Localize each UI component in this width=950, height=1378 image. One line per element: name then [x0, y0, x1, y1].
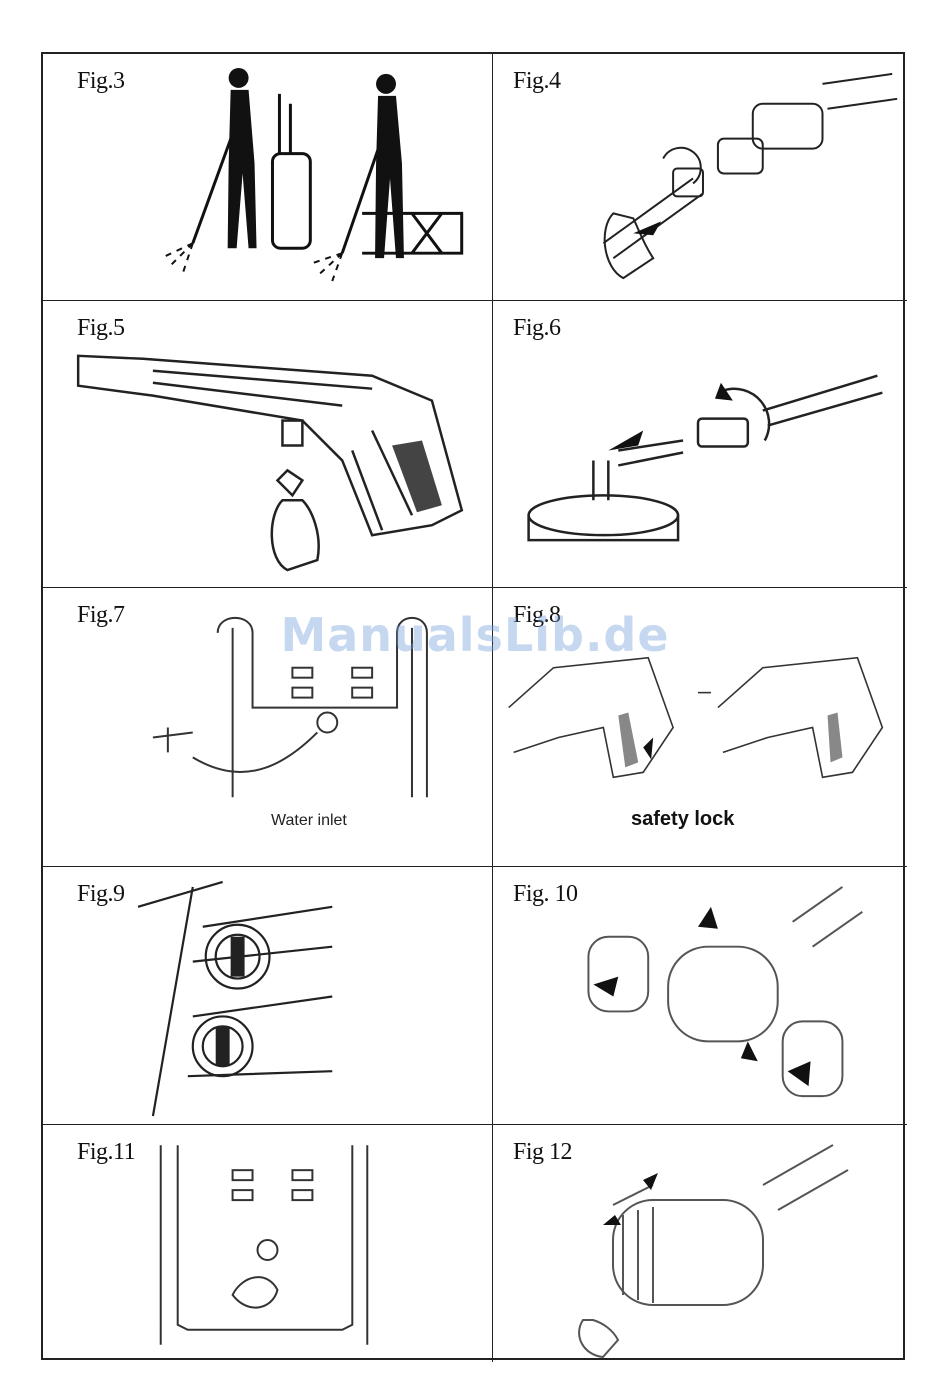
nozzle-swap-icon: [493, 867, 907, 1124]
figure-8-panel: Fig.8 safety lock: [493, 588, 907, 867]
switch-knob-icon: [43, 867, 492, 1124]
water-inlet-icon: [43, 588, 492, 866]
safety-lock-caption: safety lock: [631, 808, 734, 831]
figures-grid: Fig.3 Fig.4: [41, 52, 905, 1360]
spray-operator-icon: [43, 54, 492, 300]
figure-5-panel: Fig.5: [43, 301, 493, 588]
inlet-cleaning-icon: [43, 1125, 492, 1362]
figure-4-panel: Fig.4: [493, 54, 907, 301]
nozzle-adjust-icon: [493, 1125, 907, 1362]
water-inlet-caption: Water inlet: [271, 812, 347, 830]
figure-10-panel: Fig. 10: [493, 867, 907, 1125]
hose-connection-icon: [493, 54, 907, 300]
figure-7-panel: Fig.7 Water inlet: [43, 588, 493, 867]
surface-cleaner-icon: [493, 301, 907, 587]
figure-12-panel: Fig 12: [493, 1125, 907, 1362]
figure-6-panel: Fig.6: [493, 301, 907, 588]
figure-3-panel: Fig.3: [43, 54, 493, 301]
spray-gun-icon: [43, 301, 492, 587]
figure-9-panel: Fig.9: [43, 867, 493, 1125]
figure-11-panel: Fig.11: [43, 1125, 493, 1362]
